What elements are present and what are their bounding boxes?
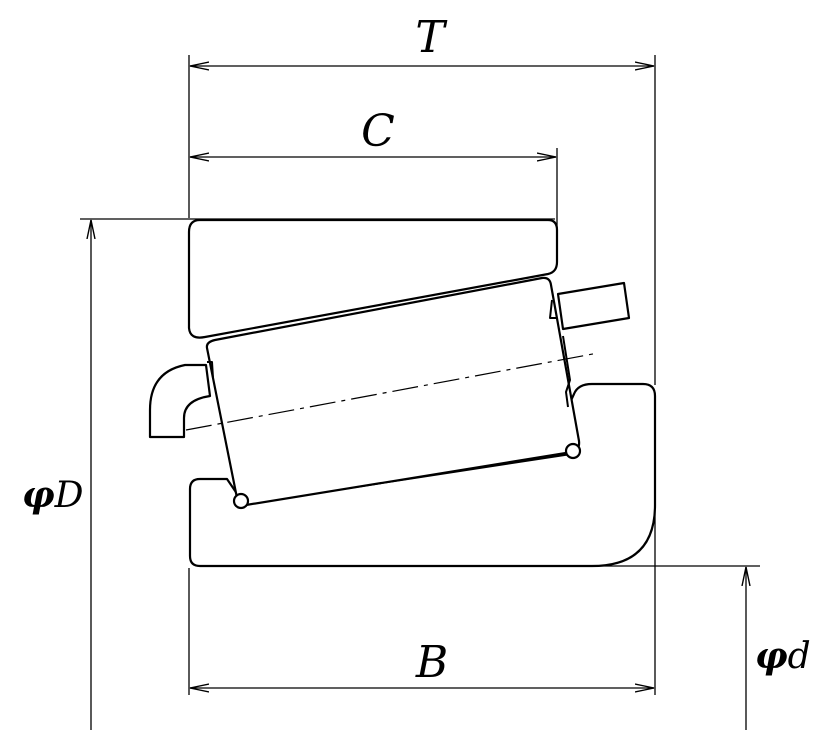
dimension-lines <box>91 66 746 730</box>
dimension-letter-D: D <box>54 475 84 516</box>
outer-ring <box>187 218 559 339</box>
phi-symbol-D: φ <box>22 474 55 516</box>
dimension-label-D: φD <box>22 474 84 516</box>
dimension-letter-d: d <box>788 636 811 677</box>
dimension-label-B: B <box>415 637 448 688</box>
roller-axis-line <box>185 352 599 431</box>
phi-symbol-d: φ <box>755 635 788 677</box>
cage-large-end <box>556 281 631 331</box>
dimension-label-d: φd <box>755 635 811 677</box>
cage-small-end <box>148 363 212 439</box>
dimension-label-C: C <box>361 106 395 157</box>
inner-ring <box>188 382 657 568</box>
dimension-label-T: T <box>415 12 448 63</box>
